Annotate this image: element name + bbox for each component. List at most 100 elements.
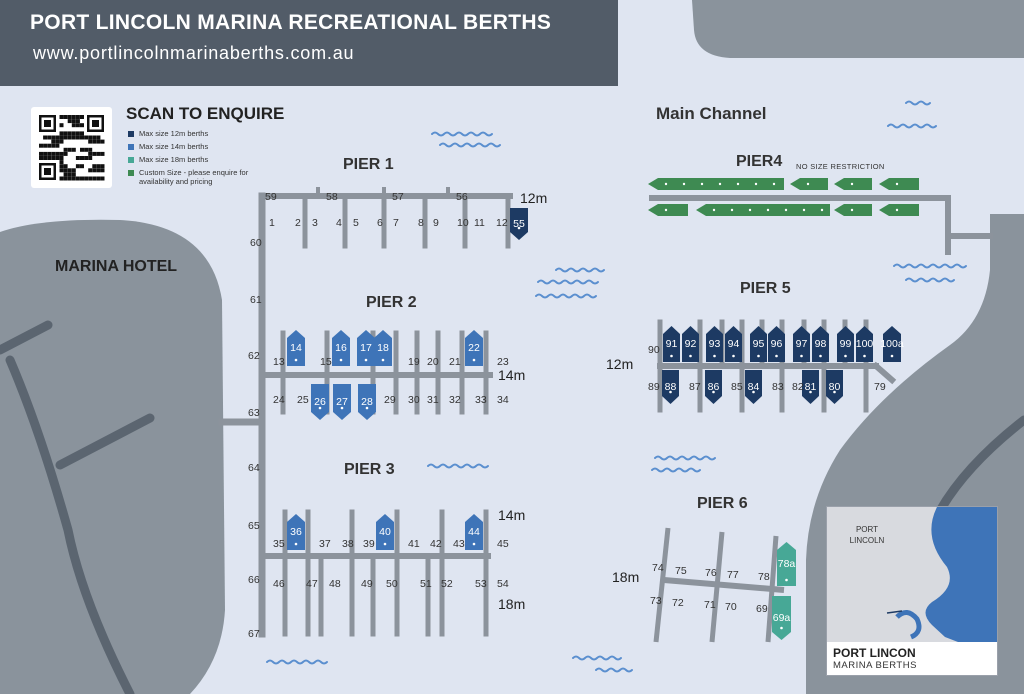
qr-module [100,176,105,181]
qr-module [71,115,76,119]
berth-number: 9 [433,217,439,229]
qr-module [59,131,64,136]
qr-module [47,156,52,160]
custom-berth [648,204,688,216]
berth-shape [812,326,829,362]
custom-berth-dot [766,208,770,212]
berth-label: 86 [708,381,720,393]
berth-shape [465,330,483,366]
berth-80: 80 [826,370,843,404]
berth-label: 27 [336,396,348,408]
custom-berth-dot [772,182,776,186]
land-northeast [692,0,1024,58]
qr-module [84,156,89,160]
qr-module [92,120,99,127]
custom-berth-dot [895,182,899,186]
berth-16: 16 [332,330,350,366]
berth-86: 86 [705,370,722,404]
qr-module [75,135,80,140]
berth-number: 87 [689,381,701,393]
berth-dot [780,626,783,630]
berth-number: 59 [265,191,277,203]
berth-number: 23 [497,356,509,368]
qr-module [47,135,52,140]
berth-label: 78a [778,558,796,570]
inset-town-label: PORT LINCOLN [849,525,885,545]
berth-number: 78 [758,571,770,583]
berth-label: 98 [815,338,827,350]
qr-module [84,147,89,152]
berth-dot [383,542,387,546]
qr-code[interactable] [31,107,112,188]
qr-module [80,135,84,140]
qr-module [59,156,64,160]
berth-dot [364,358,368,362]
qr-module [63,168,68,173]
berth-shape [333,384,351,420]
berth-dot [833,390,836,394]
custom-berth-dot [820,208,824,212]
qr-module [92,168,97,173]
berth-number: 35 [273,538,285,550]
qr-module [63,147,68,152]
berth-number: 79 [874,381,886,393]
qr-module [100,164,105,169]
pier4-note: NO SIZE RESTRICTION [796,162,885,171]
berth-number: 69 [756,603,768,615]
qr-module [51,156,56,160]
qr-module [96,176,101,181]
berth-dot [785,578,788,582]
qr-module [63,135,68,140]
qr-module [80,131,84,136]
qr-module [75,123,80,128]
berth-label: 99 [840,338,852,350]
qr-module [80,115,84,119]
berth-26: 26 [311,384,329,420]
qr-module [71,123,76,128]
wave-line [654,455,716,461]
qr-module [51,151,56,156]
wave-line [439,142,501,148]
qr-module [88,176,93,181]
wave-line [887,123,937,129]
berth-dot [381,358,385,362]
berth-shape [332,330,350,366]
qr-module [92,176,97,181]
berth-number: 63 [248,407,260,419]
website-link[interactable]: www.portlincolnmarinaberths.com.au [33,43,355,63]
qr-module [59,139,64,144]
berth-number: 62 [248,350,260,362]
berth-number: 83 [772,381,784,393]
qr-module [100,168,105,173]
qr-module [51,135,56,140]
pier1-size: 12m [520,190,548,206]
berth-number: 89 [648,381,660,393]
berth-number: 11 [474,217,485,229]
berth-label: 44 [468,526,480,538]
berth-number: 65 [248,520,260,532]
page-title: PORT LINCOLN MARINA RECREATIONAL BERTHS [30,11,552,34]
custom-berth-dot [806,182,810,186]
berth-label: 40 [379,526,391,538]
berth-number: 48 [329,578,341,590]
berth-shape [376,514,394,550]
berth-22: 22 [465,330,483,366]
qr-module [67,131,72,136]
qr-module [80,164,84,169]
berth-17: 17 [357,330,375,366]
berth-shape [856,326,873,362]
qr-code-icon [39,115,105,181]
berth-number: 54 [497,578,509,590]
pier5-size: 12m [606,356,634,372]
qr-module [96,139,101,144]
berth-88: 88 [662,370,679,404]
main-channel-label: Main Channel [656,104,767,123]
berth-dot [689,354,692,358]
qr-module [71,172,76,177]
qr-module [88,139,93,144]
berth-number: 4 [336,217,342,229]
wave-line [266,659,328,665]
berth-100a: 100a [880,326,904,362]
